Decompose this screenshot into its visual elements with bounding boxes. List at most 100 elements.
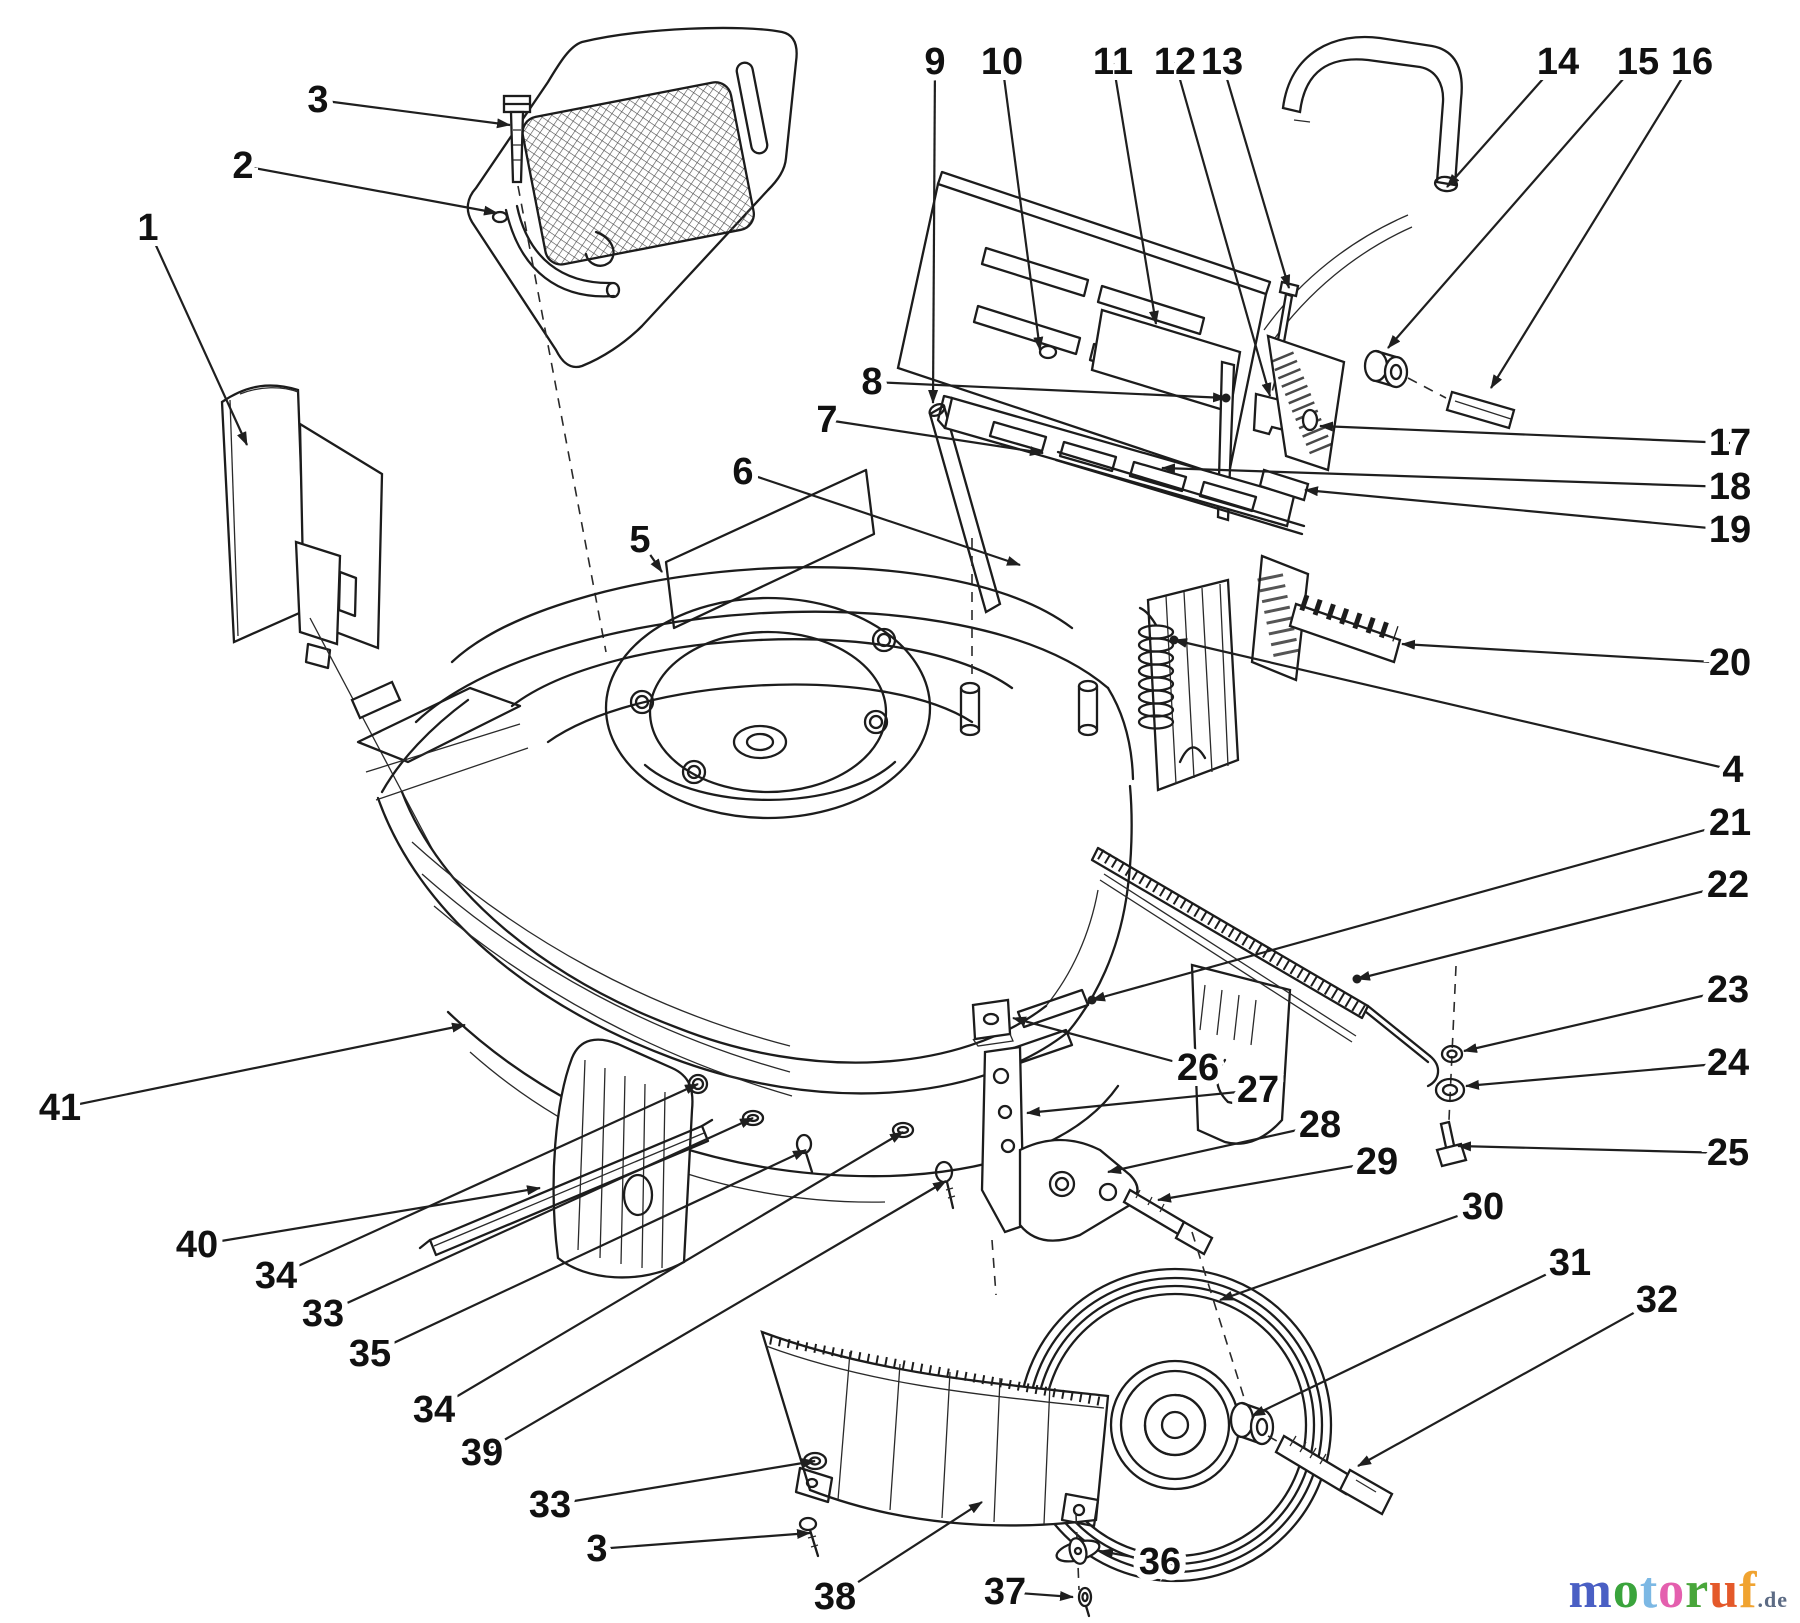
callout-41: 41 [33,1022,466,1135]
part-number: 11 [1093,41,1133,83]
part-number: 10 [981,41,1023,83]
part-number: 25 [1707,1132,1749,1174]
callout-36: 36 [1099,1535,1187,1589]
part-number: 6 [732,451,753,493]
mesh-screen [521,81,755,266]
callout-31: 31 [1251,1236,1597,1417]
leader-line [1220,61,1291,289]
leader-dot [1221,393,1231,403]
leader-line [549,1458,816,1507]
rear-panel-assembly [896,170,1516,614]
leader-line [639,539,663,573]
callout-33: 33 [296,1116,754,1341]
leader-dot [1169,635,1179,645]
watermark-letter: f [1739,1562,1758,1619]
part-number: 5 [629,519,650,561]
part-number: 3 [307,79,328,121]
part-number: 18 [1709,466,1751,508]
callout-27: 27 [1026,1063,1285,1117]
callout-35: 35 [343,1149,807,1381]
bag-cover [466,26,798,369]
callout-24: 24 [1465,1036,1755,1090]
callout-23: 23 [1463,963,1755,1053]
mower-deck [350,468,1402,1279]
part-number: 33 [302,1293,344,1335]
part-number: 24 [1707,1042,1749,1084]
leader-line [1463,988,1729,1053]
part-number: 34 [413,1389,455,1431]
cover-bolt [502,94,607,653]
part-number: 40 [176,1224,218,1266]
handle-grip [1263,35,1463,343]
callout-3: 3 [301,73,511,129]
leader-line [433,1131,904,1411]
part-number: 12 [1154,41,1196,83]
callout-39: 39 [455,1180,947,1480]
callout-22: 22 [1352,858,1755,984]
leader-line [1091,821,1731,1002]
callout-2: 2 [226,139,498,216]
watermark-letter: t [1639,1562,1659,1619]
part-number: 33 [529,1484,571,1526]
part-number: 15 [1617,41,1659,83]
leader-line [1401,639,1731,665]
leader-line [1356,883,1729,981]
callout-38: 38 [808,1501,983,1623]
callout-13: 13 [1195,35,1291,289]
leader-line [369,1149,807,1355]
part-number: 8 [861,361,882,403]
callout-34: 34 [249,1082,699,1303]
callout-40: 40 [170,1185,541,1272]
part-number: 41 [39,1087,81,1129]
part-number: 21 [1709,802,1751,844]
leader-line [1446,61,1559,188]
leader-line [871,380,1227,403]
part-number: 39 [461,1432,503,1474]
leader-line [1457,1141,1729,1155]
part-number: 28 [1299,1104,1341,1146]
wheel-bracket-group [687,998,1214,1296]
callout-20: 20 [1401,636,1757,690]
leader-line [596,1528,811,1551]
part-number: 1 [137,207,158,249]
callout-1: 1 [131,201,249,446]
deflector-skirt [760,1330,1110,1618]
leader-line [826,418,1044,456]
leader-line [59,1022,466,1110]
part-number: 31 [1549,1242,1591,1284]
part-number: 20 [1709,642,1751,684]
callout-37: 37 [978,1565,1074,1619]
part-number: 17 [1709,422,1751,464]
scraper-bar [418,1118,714,1257]
part-number: 26 [1177,1047,1219,1089]
watermark-letter: o [1658,1562,1686,1619]
leader-line [1012,1016,1199,1070]
part-number: 37 [984,1571,1026,1613]
part-number: 35 [349,1333,391,1375]
leader-line [1357,1299,1658,1467]
callout-21: 21 [1087,796,1757,1005]
leader-line [146,227,249,446]
watermark-letter: m [1568,1562,1613,1619]
leader-line [1157,1160,1378,1203]
leader-line [1173,61,1272,397]
part-number: 13 [1201,41,1243,83]
part-number: 4 [1722,749,1743,791]
part-number: 34 [255,1255,297,1297]
leader-line [317,98,511,129]
callout-18: 18 [1161,460,1757,514]
part-number: 9 [924,41,945,83]
leader-line [1387,61,1639,349]
leader-dot [1087,995,1097,1005]
leader-line [322,1116,754,1316]
part-number: 19 [1709,509,1751,551]
callout-29: 29 [1157,1135,1404,1203]
leader-line [275,1082,699,1278]
watermark-letter: u [1709,1562,1740,1619]
leader-line [1173,638,1734,772]
leader-line [1099,1548,1161,1564]
callout-17: 17 [1319,416,1757,470]
callout-32: 32 [1357,1273,1684,1467]
